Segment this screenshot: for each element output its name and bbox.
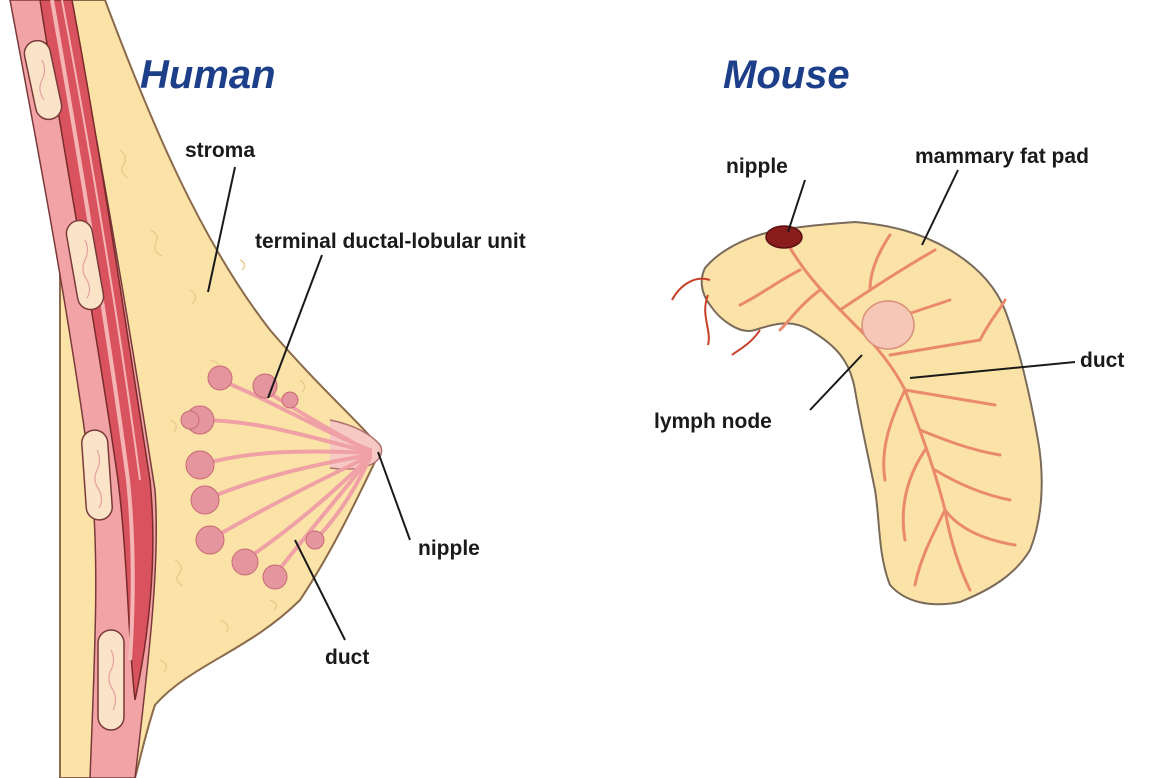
mouse-title: Mouse: [723, 55, 850, 95]
mouse-gland-illustration: [672, 170, 1075, 604]
mouse-nipple-leader: [788, 180, 805, 232]
nipple-leader: [378, 452, 410, 540]
label-lymph-node: lymph node: [654, 411, 772, 432]
lobule: [282, 392, 298, 408]
fat-pad-leader: [922, 170, 958, 245]
lobule: [306, 531, 324, 549]
mouse-nipple: [766, 226, 802, 248]
human-title: Human: [140, 55, 276, 95]
label-stroma: stroma: [185, 140, 255, 161]
lobule: [196, 526, 224, 554]
label-human-nipple: nipple: [418, 538, 480, 559]
rib: [81, 429, 113, 521]
label-mouse-nipple: nipple: [726, 156, 788, 177]
label-mouse-duct: duct: [1080, 350, 1124, 371]
lobule: [191, 486, 219, 514]
rib: [98, 630, 124, 730]
lobule: [186, 451, 214, 479]
lobule: [208, 366, 232, 390]
lobule: [181, 411, 199, 429]
label-human-duct: duct: [325, 647, 369, 668]
label-terminal-ductal-lobular-unit: terminal ductal-lobular unit: [255, 231, 526, 252]
lobule: [232, 549, 258, 575]
lobule: [263, 565, 287, 589]
lymph-node: [862, 301, 914, 349]
label-mammary-fat-pad: mammary fat pad: [915, 146, 1089, 167]
